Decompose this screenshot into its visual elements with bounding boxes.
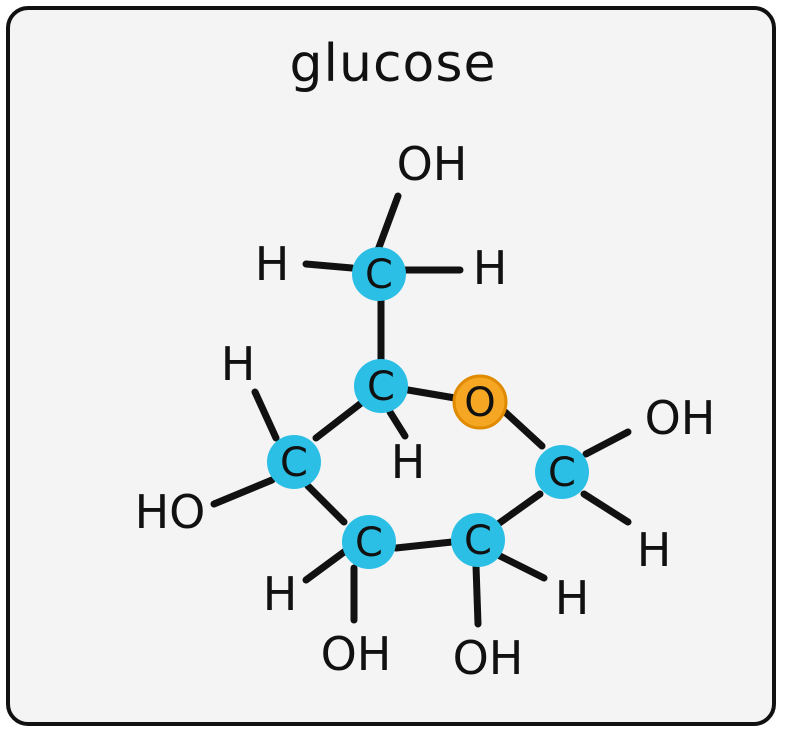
atom-label: C — [367, 364, 395, 410]
bond-c5-o — [404, 386, 459, 402]
bond-c5-h — [386, 408, 409, 440]
bond-o-c1 — [501, 408, 546, 450]
atom-c1: C — [535, 445, 589, 499]
atom-label: C — [355, 520, 383, 566]
label-c3-oh: OH — [321, 627, 392, 681]
diagram-title: glucose — [289, 34, 497, 94]
atom-label: C — [280, 440, 308, 486]
carbon-node — [451, 513, 505, 567]
bond-c2-c1 — [494, 490, 544, 528]
label-c5-h: H — [391, 435, 426, 489]
atom-c5: C — [354, 359, 408, 413]
atom-c4: C — [267, 435, 321, 489]
bond-c6-oh — [374, 192, 402, 254]
bond-c6-h-left — [302, 260, 356, 272]
atom-c6: C — [352, 247, 406, 301]
atom-ring-oxygen: O — [452, 374, 508, 430]
bond-c3-c2 — [392, 538, 456, 552]
label-c1-oh: OH — [645, 391, 716, 445]
label-c1-h: H — [637, 523, 672, 577]
bond-c2-oh — [472, 562, 482, 628]
carbon-node — [352, 247, 406, 301]
label-c4-ho: HO — [135, 485, 206, 539]
label-c2-h: H — [555, 571, 590, 625]
bond-c1-oh — [582, 428, 632, 458]
bond-c4-h — [251, 388, 280, 442]
bond-c4-c3 — [304, 482, 348, 526]
atom-label: C — [365, 252, 393, 298]
bond-c5-c4 — [312, 400, 364, 442]
label-c6-h-right: H — [473, 241, 508, 295]
carbon-node — [267, 435, 321, 489]
bond-c4-ho — [210, 476, 276, 508]
carbon-node — [342, 515, 396, 569]
atom-c2: C — [451, 513, 505, 567]
atom-c3: C — [342, 515, 396, 569]
carbon-node — [354, 359, 408, 413]
label-c3-h: H — [263, 567, 298, 621]
atom-label: C — [548, 450, 576, 496]
carbon-node — [535, 445, 589, 499]
bonds — [210, 192, 632, 628]
bond-c3-h — [302, 548, 348, 584]
label-c6-h-left: H — [255, 237, 290, 291]
bond-c1-h — [580, 490, 632, 526]
label-c2-oh: OH — [453, 631, 524, 685]
oxygen-node — [452, 374, 508, 430]
atom-label: C — [464, 518, 492, 564]
atom-label: O — [464, 380, 495, 426]
label-c6-oh: OH — [397, 137, 468, 191]
bond-c2-h — [496, 552, 548, 582]
label-c4-h: H — [221, 337, 256, 391]
